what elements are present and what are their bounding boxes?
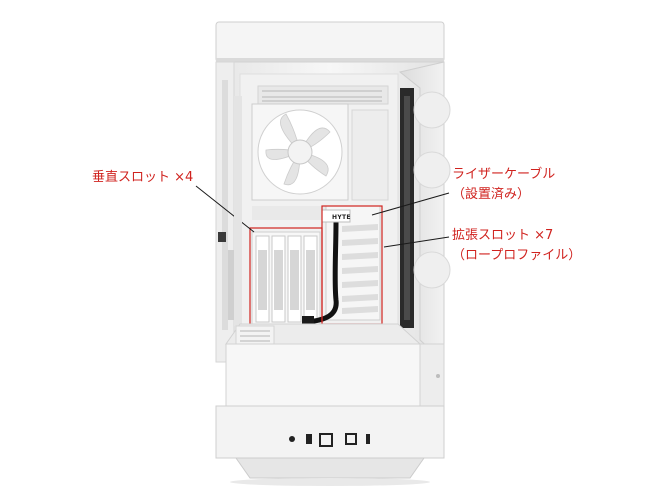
callout-expansion-slots: 拡張スロット ×7 （ロープロファイル） [452, 226, 581, 266]
callout-vertical-slots-label: 垂直スロット ×4 [92, 170, 194, 185]
callout-riser-cable-line2: （設置済み） [452, 187, 531, 202]
callout-vertical-slots: 垂直スロット ×4 [92, 168, 193, 188]
case-top-panel [215, 21, 445, 63]
power-button-icon [289, 436, 295, 442]
callout-expansion-slots-line2: （ロープロファイル） [452, 248, 582, 263]
case-base [235, 457, 425, 479]
callout-expansion-slots-line1: 拡張スロット ×7 [452, 228, 554, 243]
brand-mark: HYTE [332, 214, 351, 221]
riser-cable-leader [371, 192, 450, 216]
expansion-slots-leader [383, 236, 450, 248]
audio-jack-icon [366, 434, 370, 444]
callout-riser-cable-line1: ライザーケーブル [452, 167, 556, 182]
psu-shroud [225, 343, 421, 407]
callout-riser-cable: ライザーケーブル （設置済み） [452, 165, 555, 205]
front-io-bar [215, 405, 445, 459]
usb-a-port-icon [306, 434, 312, 444]
reset-button-icon [345, 433, 357, 445]
usb-c-port-icon [319, 433, 333, 447]
vertical-slots-leader [195, 185, 255, 233]
